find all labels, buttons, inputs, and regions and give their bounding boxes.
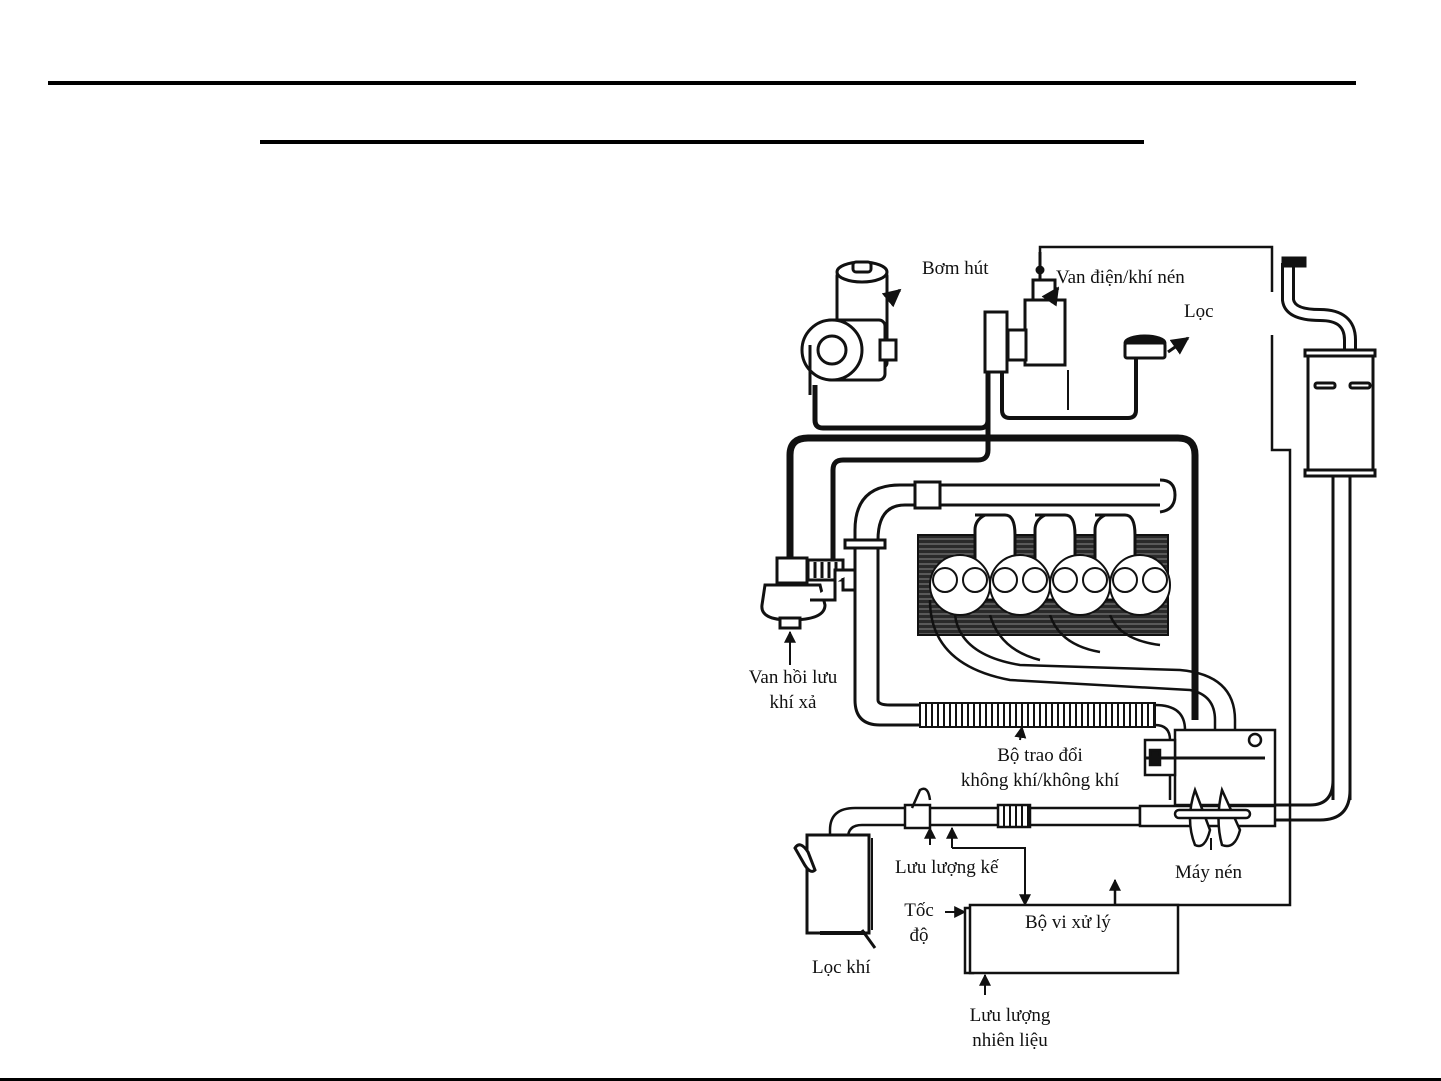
label-intercooler-line1: Bộ trao đổi xyxy=(940,743,1140,768)
intercooler-pointer xyxy=(1020,727,1022,740)
label-suction-pump: Bơm hút xyxy=(922,256,989,281)
label-electro-pneumatic-valve: Van điện/khí nén xyxy=(1056,265,1185,290)
exhaust-outlet-pipe xyxy=(1275,780,1350,820)
label-intercooler: Bộ trao đổi không khí/không khí xyxy=(940,743,1140,793)
label-fuel-flow: Lưu lượng nhiên liệu xyxy=(955,1003,1065,1053)
label-ecu: Bộ vi xử lý xyxy=(1025,910,1111,935)
muffler-icon xyxy=(1283,258,1375,800)
label-filter: Lọc xyxy=(1184,299,1214,324)
label-speed: Tốc độ xyxy=(898,898,940,948)
turbocharger-icon xyxy=(1145,730,1275,846)
label-egr-valve-line1: Van hồi lưu xyxy=(738,665,848,690)
label-speed-line2: độ xyxy=(898,923,940,948)
label-fuel-flow-line1: Lưu lượng xyxy=(955,1003,1065,1028)
label-egr-valve: Van hồi lưu khí xả xyxy=(738,665,848,715)
electro-pneumatic-valve-icon xyxy=(985,252,1065,372)
label-compressor: Máy nén xyxy=(1175,860,1242,885)
label-speed-line1: Tốc xyxy=(898,898,940,923)
label-air-filter: Lọc khí xyxy=(812,955,871,980)
air-filter-icon xyxy=(795,835,875,948)
label-fuel-flow-line2: nhiên liệu xyxy=(955,1028,1065,1053)
intercooler-core xyxy=(920,703,1155,727)
label-egr-valve-line2: khí xả xyxy=(738,690,848,715)
suction-pump-icon xyxy=(802,262,900,395)
egr-valve-icon xyxy=(762,558,855,628)
label-flow-meter: Lưu lượng kế xyxy=(895,855,998,880)
filter-icon xyxy=(1125,336,1188,358)
label-intercooler-line2: không khí/không khí xyxy=(940,768,1140,793)
